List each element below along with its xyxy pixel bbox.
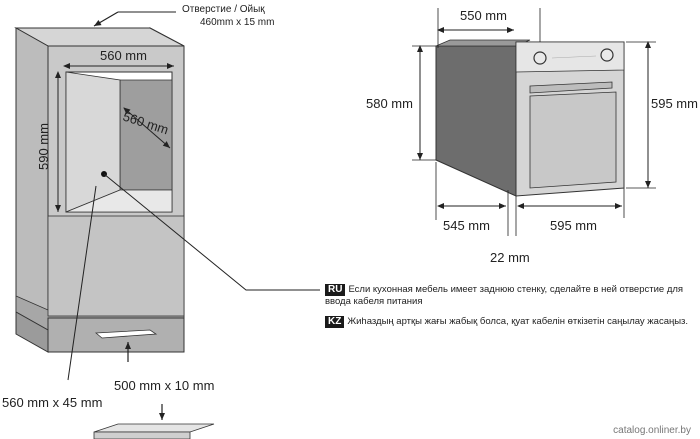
oven-drawing: [435, 39, 625, 197]
bottom-opening-label: 560 mm x 45 mm: [2, 395, 102, 410]
oven-top-depth-label: 550 mm: [460, 8, 507, 23]
oven-bottom-depth-label: 545 mm: [443, 218, 490, 233]
note-ru-text: Если кухонная мебель имеет заднюю стенку…: [325, 284, 684, 307]
oven-door-thickness-label: 22 mm: [490, 250, 530, 265]
right-knob: [600, 48, 614, 62]
badge-ru: RU: [325, 284, 346, 296]
vent-label-line1: Отверстие / Ойық: [182, 4, 265, 15]
note-kz-text: Жиhаздың артқы жағы жабық болса, қуат ка…: [347, 316, 689, 327]
oven-bottom-width-label: 595 mm: [550, 218, 597, 233]
cabinet-drawing: [14, 27, 185, 353]
badge-kz: KZ: [325, 316, 345, 328]
cabinet-width-label: 560 mm: [100, 48, 147, 63]
left-knob: [533, 51, 547, 65]
vent-label-line2: 460mm x 15 mm: [200, 17, 274, 28]
cabinet-height-label: 590 mm: [36, 123, 51, 170]
watermark: catalog.onliner.by: [610, 425, 694, 436]
oven-right-height-label: 595 mm: [651, 96, 698, 111]
oven-left-height-label: 580 mm: [366, 96, 413, 111]
plinth-opening-label: 500 mm x 10 mm: [114, 378, 214, 393]
